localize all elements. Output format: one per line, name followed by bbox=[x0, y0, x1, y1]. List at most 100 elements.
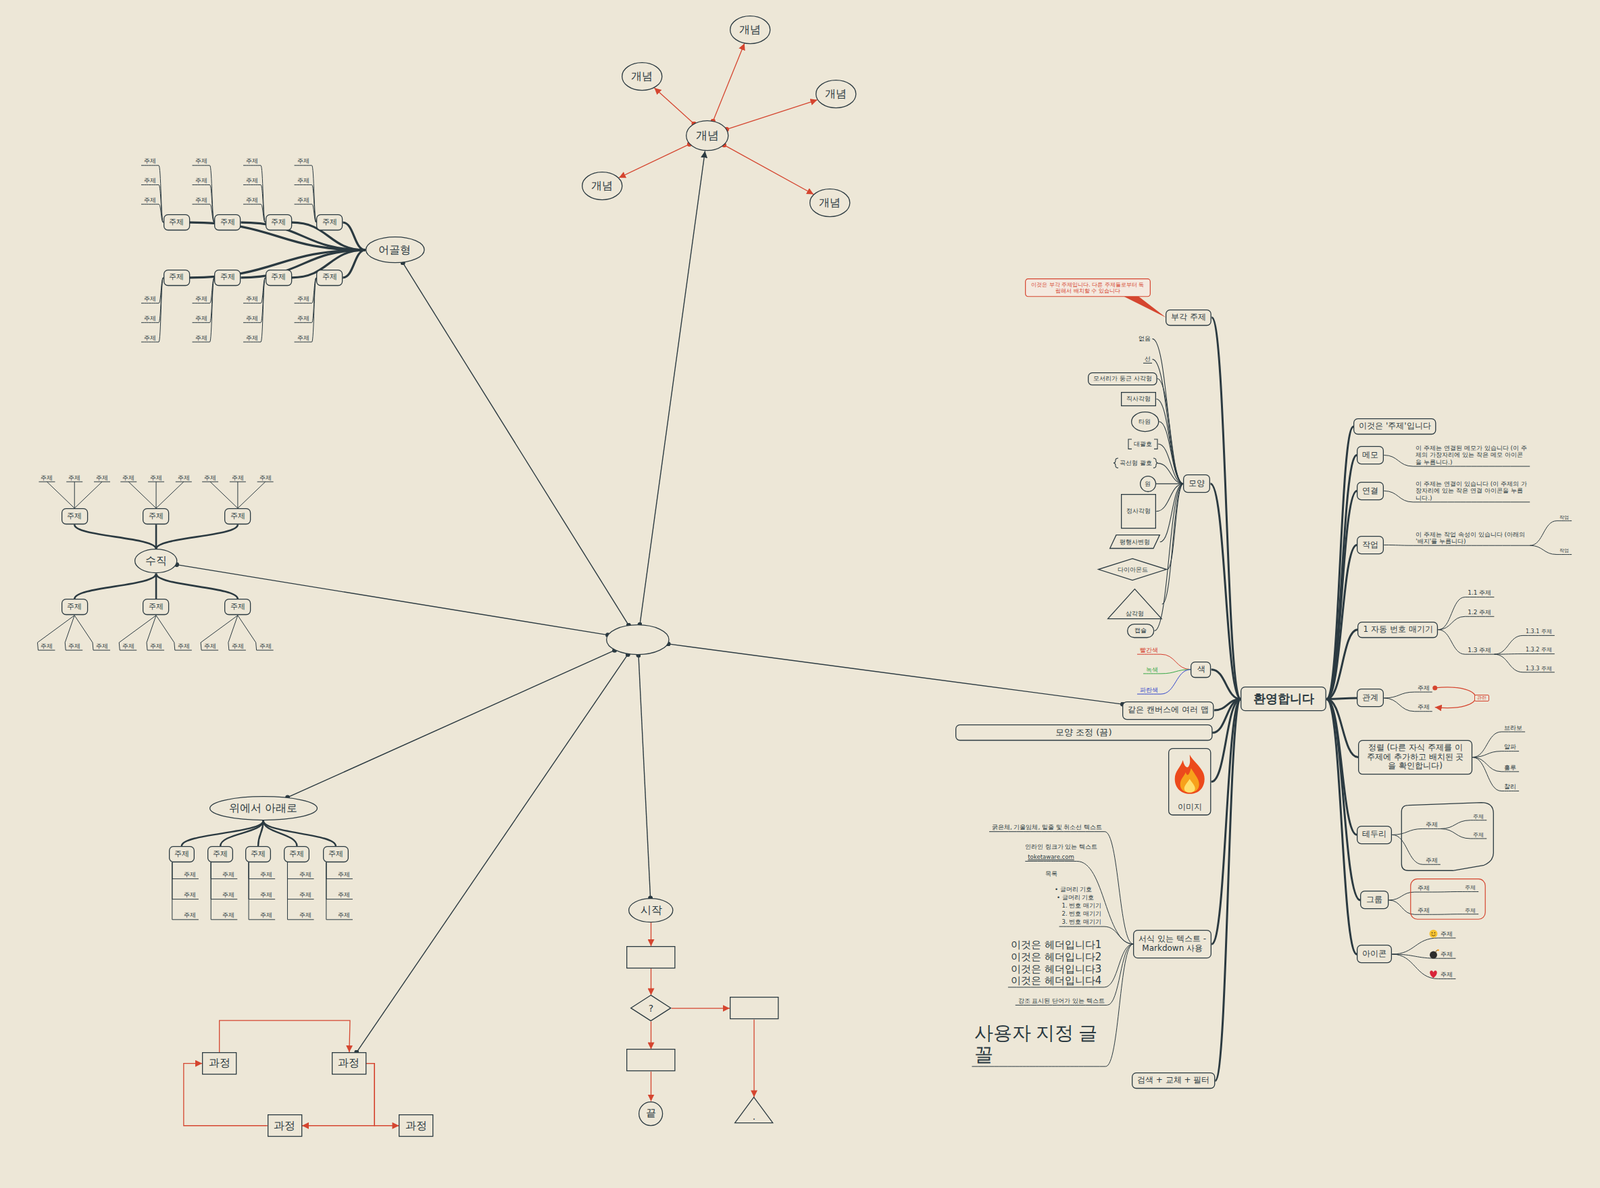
leader-line bbox=[141, 204, 164, 223]
topic-text: 주제 bbox=[270, 272, 286, 282]
connector bbox=[1326, 544, 1357, 699]
topic-label: 주제 bbox=[231, 642, 244, 650]
leader-line bbox=[141, 277, 164, 323]
outline bbox=[61, 599, 88, 615]
leader-line bbox=[93, 650, 111, 651]
topic-label: 빨간색 bbox=[1139, 646, 1159, 654]
topic-label: 주제 bbox=[195, 314, 208, 322]
connector bbox=[342, 250, 365, 278]
topic-box: 메모 bbox=[1356, 445, 1384, 465]
topic-box: 선 bbox=[1143, 354, 1153, 364]
leader-line bbox=[243, 184, 266, 223]
leader-line bbox=[243, 277, 266, 304]
outline bbox=[265, 214, 292, 231]
topic-text: 개념 bbox=[591, 179, 613, 192]
topic-label: 주제 bbox=[297, 196, 310, 204]
topic-text: 관계 bbox=[1362, 693, 1379, 703]
outline bbox=[284, 846, 310, 863]
outline bbox=[809, 189, 850, 217]
topic-text: 1 자동 번호 매기기 bbox=[1362, 625, 1433, 635]
flame-image bbox=[1175, 754, 1205, 794]
topic-box: 관계 bbox=[1356, 688, 1384, 707]
topic-label: 1.2 주제 bbox=[1467, 608, 1492, 616]
topic-label: 주제 bbox=[143, 177, 157, 184]
outline bbox=[265, 269, 292, 286]
leader-line bbox=[192, 277, 215, 342]
topic-text: 원 bbox=[1144, 480, 1151, 488]
outline bbox=[1357, 689, 1384, 707]
outline bbox=[1143, 362, 1153, 364]
leader-line bbox=[210, 481, 238, 509]
topic-box: 원 bbox=[1139, 475, 1157, 492]
topic-box: 부각 주제 bbox=[1165, 309, 1212, 326]
topic-box: 과정 bbox=[267, 1114, 303, 1137]
topic-box: 개념 bbox=[685, 120, 729, 151]
leader-line bbox=[192, 184, 215, 223]
topic-box: 끝 bbox=[638, 1101, 663, 1126]
topic-label: 알파 bbox=[1504, 743, 1517, 750]
outline bbox=[685, 120, 728, 151]
topic-label: 굵은체, 기울임체, 밑줄 및 취소선 텍스트 bbox=[991, 824, 1103, 832]
leader-line bbox=[229, 650, 246, 651]
connector bbox=[654, 87, 694, 124]
smile-icon bbox=[1429, 929, 1438, 938]
connector bbox=[1326, 698, 1357, 955]
topic-box: 없음 bbox=[1137, 333, 1153, 344]
topic-text: 주제 bbox=[168, 218, 184, 228]
topic-text: 삼각형 bbox=[1125, 610, 1144, 617]
leader-line bbox=[287, 862, 314, 899]
topic-text: 같은 캔버스에 여러 맵 bbox=[1127, 705, 1209, 715]
topic-label: 주제 bbox=[260, 870, 273, 878]
topic-label: 주제 bbox=[297, 334, 310, 342]
topic-box: 주제 bbox=[265, 269, 292, 286]
topic-text: 색 bbox=[1197, 664, 1206, 675]
outline bbox=[1108, 589, 1163, 619]
leader-line bbox=[237, 481, 266, 509]
topic-label: 주제 bbox=[231, 474, 244, 482]
topic-box: 타원 bbox=[1131, 411, 1159, 432]
topic-text: 개념 bbox=[739, 23, 761, 36]
topic-box: 직사각형 bbox=[1120, 391, 1157, 407]
outline bbox=[1133, 929, 1212, 958]
connector bbox=[287, 650, 615, 798]
topic-text: 주제 bbox=[230, 602, 246, 612]
topic-text: 이것은 '주제'입니다 bbox=[1358, 421, 1431, 432]
topic-box: 연결 bbox=[1356, 481, 1384, 500]
connector bbox=[712, 43, 744, 121]
topic-text: 개념 bbox=[695, 129, 719, 143]
topic-box: 주제 bbox=[163, 214, 190, 231]
topic-label: • 글머리 기호 bbox=[1056, 894, 1094, 902]
outline bbox=[1122, 701, 1214, 719]
topic-box: 색 bbox=[1190, 661, 1211, 678]
topic-label: 주제 bbox=[143, 196, 157, 204]
leader-line bbox=[1440, 828, 1487, 839]
topic-box: 서식 있는 텍스트 - Markdown 사용 bbox=[1133, 929, 1212, 959]
connector bbox=[1214, 698, 1241, 1081]
topic-box: 수직 bbox=[134, 548, 178, 573]
leader-line bbox=[119, 650, 137, 651]
topic-box: 주제 bbox=[142, 598, 169, 615]
topic-label: 주제 bbox=[1417, 884, 1430, 892]
topic-text: 검색 + 교체 + 필터 bbox=[1137, 1075, 1210, 1086]
outline bbox=[163, 214, 190, 231]
topic-box: . bbox=[734, 1096, 773, 1123]
topic-text: 부각 주제 bbox=[1170, 312, 1207, 323]
outline bbox=[331, 1052, 366, 1075]
outline bbox=[208, 846, 234, 863]
topic-box: 주제 bbox=[316, 269, 343, 286]
topic-box: 개념 bbox=[809, 188, 850, 217]
outline bbox=[322, 846, 348, 863]
leader-line bbox=[141, 277, 164, 342]
outline bbox=[61, 508, 88, 525]
topic-text: 개념 bbox=[818, 196, 841, 209]
topic-label: 목록 bbox=[1045, 870, 1058, 878]
leader-line bbox=[294, 277, 317, 304]
connector bbox=[155, 524, 158, 549]
topic-label: 2. 번호 매기기 bbox=[1062, 910, 1103, 918]
outline bbox=[225, 508, 251, 525]
topic-text: 정렬 (다른 자식 주제를 이 주제에 추가하고 배치된 곳을 확인합니다) bbox=[1364, 743, 1467, 771]
node-outline bbox=[729, 996, 779, 1019]
outline bbox=[1357, 945, 1392, 963]
topic-text: 주제 bbox=[289, 850, 305, 859]
connector bbox=[668, 643, 1123, 705]
